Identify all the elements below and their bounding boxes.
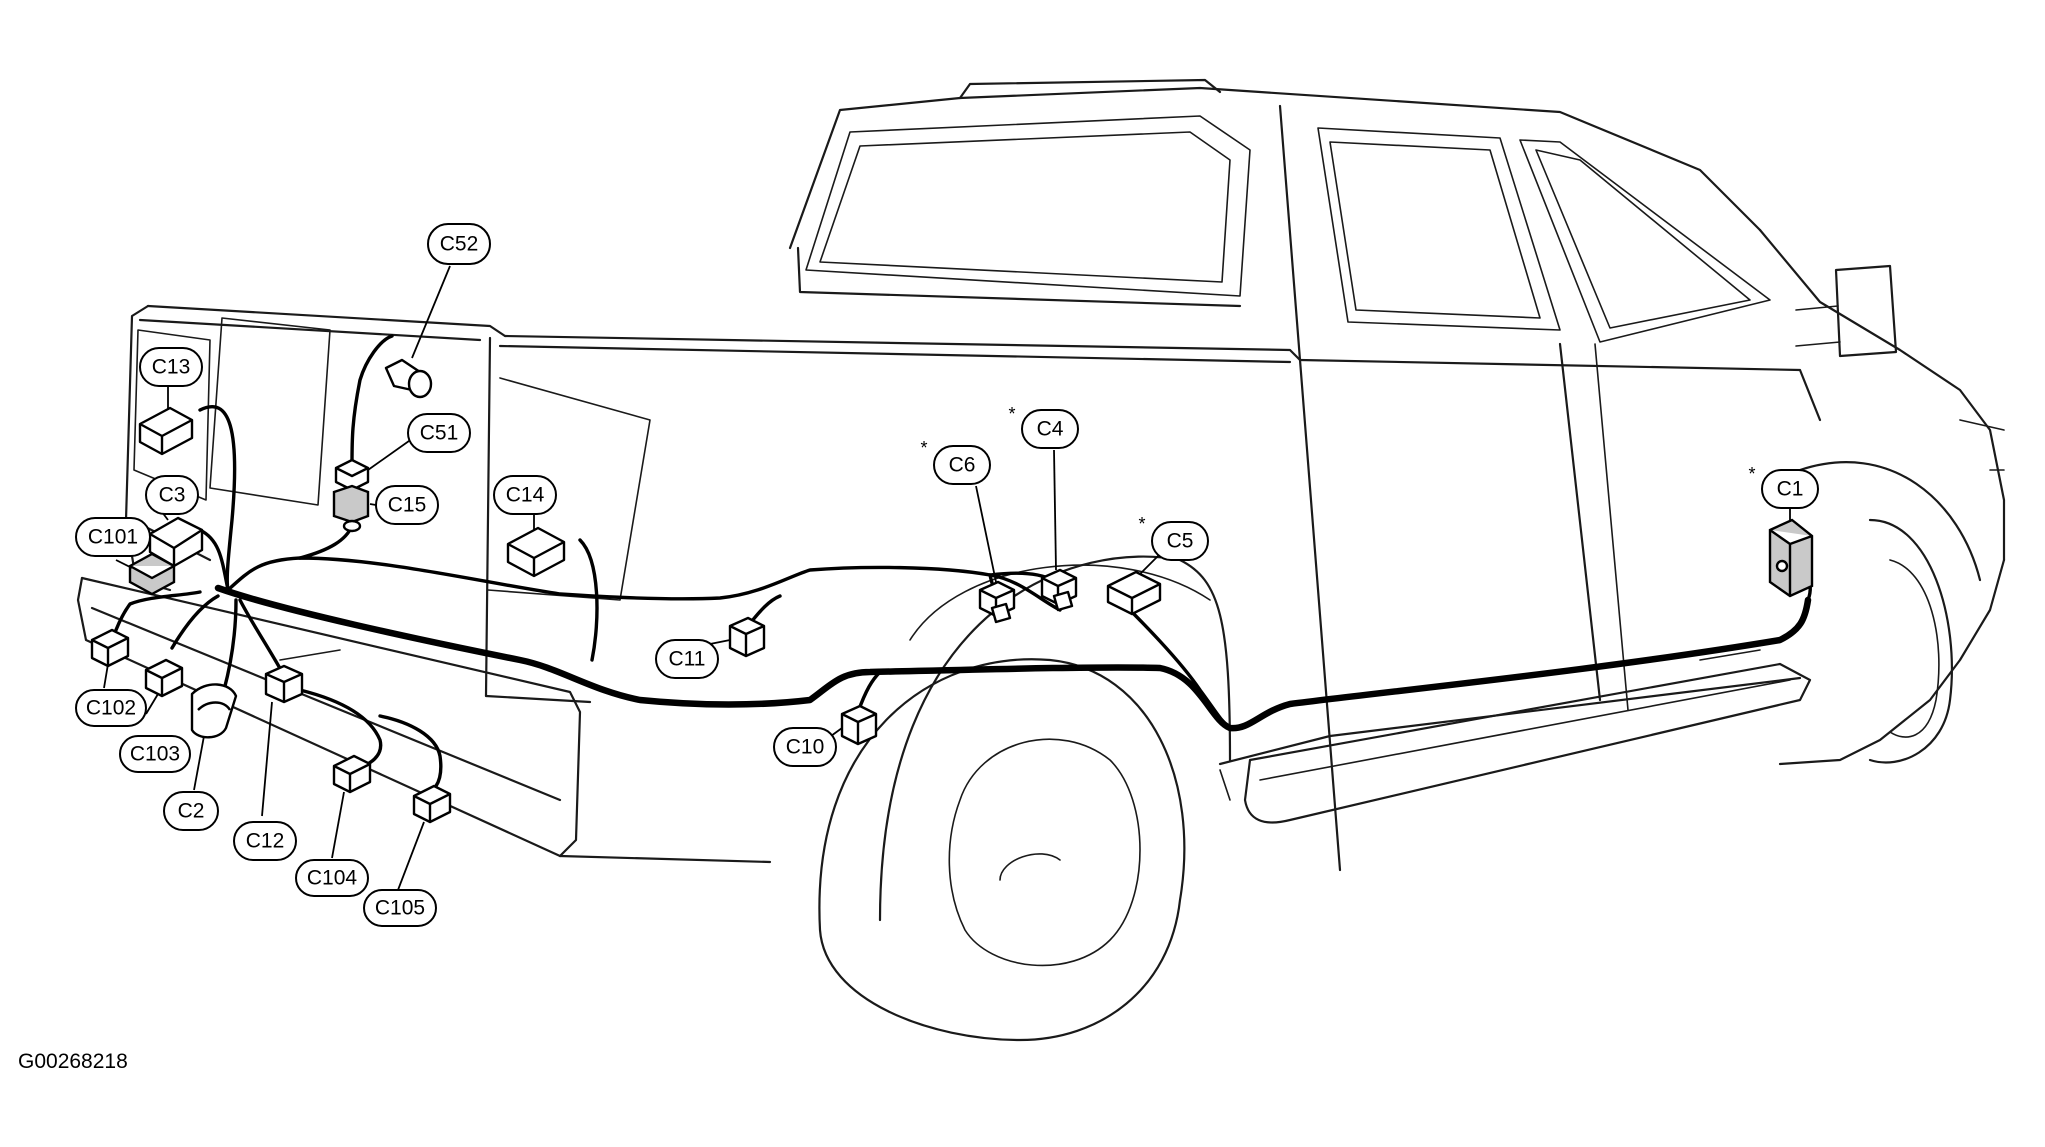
svg-text:C11: C11 — [669, 648, 706, 671]
svg-text:C4: C4 — [1037, 418, 1064, 441]
svg-text:C103: C103 — [130, 743, 180, 766]
svg-text:C10: C10 — [786, 736, 825, 759]
connector-c104-shape — [332, 754, 372, 794]
svg-text:C2: C2 — [178, 800, 205, 823]
svg-text:*: * — [1008, 404, 1015, 424]
svg-text:C15: C15 — [388, 494, 427, 517]
connector-c14-shape — [506, 526, 566, 578]
callout-c4: C4 * — [1008, 404, 1079, 449]
svg-text:C14: C14 — [506, 484, 545, 507]
connector-c10-shape — [840, 704, 878, 746]
svg-text:C1: C1 — [1777, 478, 1804, 501]
figure-id: G00268218 — [18, 1050, 128, 1073]
connector-c15-shape — [332, 484, 370, 533]
callout-c10: C10 — [773, 727, 837, 767]
callout-c11: C11 — [655, 639, 719, 679]
connector-c51-shape — [334, 458, 370, 492]
svg-text:C105: C105 — [375, 897, 425, 920]
callout-c104: C104 — [295, 859, 369, 897]
svg-text:C101: C101 — [88, 526, 138, 549]
connector-c102-shape — [90, 628, 130, 668]
callout-c14: C14 — [493, 475, 557, 515]
main-harness — [214, 584, 1812, 732]
truck-outline — [76, 78, 2006, 1042]
callout-c2: C2 — [163, 791, 219, 831]
connector-c101-shape — [128, 552, 176, 596]
callout-c101: C101 — [75, 517, 151, 557]
connector-c1-shape — [1768, 518, 1814, 598]
svg-text:C5: C5 — [1167, 530, 1194, 553]
svg-text:C13: C13 — [152, 356, 191, 379]
connector-c11-shape — [728, 616, 766, 658]
callout-c105: C105 — [363, 889, 437, 927]
svg-text:*: * — [1138, 514, 1145, 534]
svg-text:*: * — [920, 438, 927, 458]
callout-c15: C15 — [375, 485, 439, 525]
callout-c52: C52 — [427, 223, 491, 265]
branch-wires — [114, 334, 1812, 788]
svg-text:C102: C102 — [86, 697, 136, 720]
connector-c6-shape — [978, 580, 1016, 624]
connector-c52-shape — [384, 358, 433, 399]
connector-c105-shape — [412, 784, 452, 824]
callout-c6: C6 * — [920, 438, 991, 485]
callout-c13: C13 — [139, 347, 203, 387]
leader-lines — [103, 265, 1791, 891]
connector-c4-shape — [1040, 568, 1078, 612]
svg-text:C12: C12 — [246, 830, 285, 853]
callout-c51: C51 — [407, 413, 471, 453]
callout-c103: C103 — [119, 735, 191, 773]
callout-c1: C1 * — [1748, 464, 1819, 509]
svg-text:C3: C3 — [159, 484, 186, 507]
svg-text:C52: C52 — [440, 233, 479, 256]
svg-text:*: * — [1748, 464, 1755, 484]
callout-c3: C3 — [145, 475, 199, 515]
svg-text:C51: C51 — [420, 422, 459, 445]
connector-c103-shape — [144, 658, 184, 698]
connector-c2-shape — [190, 683, 238, 739]
connectors — [90, 358, 1814, 824]
svg-text:C104: C104 — [307, 867, 358, 890]
connector-c3-shape — [148, 516, 204, 568]
callout-c5: C5 * — [1138, 514, 1209, 561]
callout-c102: C102 — [75, 689, 147, 727]
connector-c12-shape — [264, 664, 304, 704]
callout-c12: C12 — [233, 821, 297, 861]
connector-c5-shape — [1106, 570, 1162, 616]
connector-c13-shape — [138, 406, 194, 456]
svg-text:C6: C6 — [949, 454, 976, 477]
